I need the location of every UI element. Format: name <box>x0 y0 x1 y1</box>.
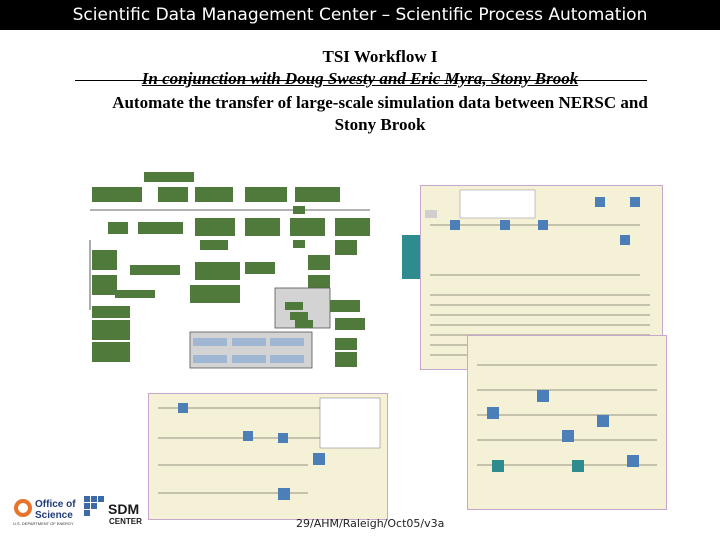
slide-description: Automate the transfer of large-scale sim… <box>112 93 648 134</box>
kepler-window-center <box>148 393 388 520</box>
svg-text:CENTER: CENTER <box>109 517 142 526</box>
svg-text:U.S. DEPARTMENT OF ENERGY: U.S. DEPARTMENT OF ENERGY <box>13 521 74 526</box>
slide-header: Scientific Data Management Center – Scie… <box>0 0 720 30</box>
office-of-science-logo: Office of Science U.S. DEPARTMENT OF ENE… <box>13 499 76 526</box>
svg-text:Science: Science <box>35 510 73 521</box>
svg-text:SDM: SDM <box>108 501 139 517</box>
slide-title: TSI Workflow I <box>322 47 438 66</box>
slide-footer: 29/AHM/Raleigh/Oct05/v3a <box>296 517 445 530</box>
slide-subtitle: In conjunction with Doug Swesty and Eric… <box>141 69 579 88</box>
kepler-window-lower <box>467 335 667 510</box>
sdm-center-logo: SDM CENTER <box>84 496 142 526</box>
subtitle-underline <box>75 80 647 81</box>
workflow-flowchart <box>80 160 402 374</box>
svg-text:Office of: Office of <box>35 499 76 510</box>
